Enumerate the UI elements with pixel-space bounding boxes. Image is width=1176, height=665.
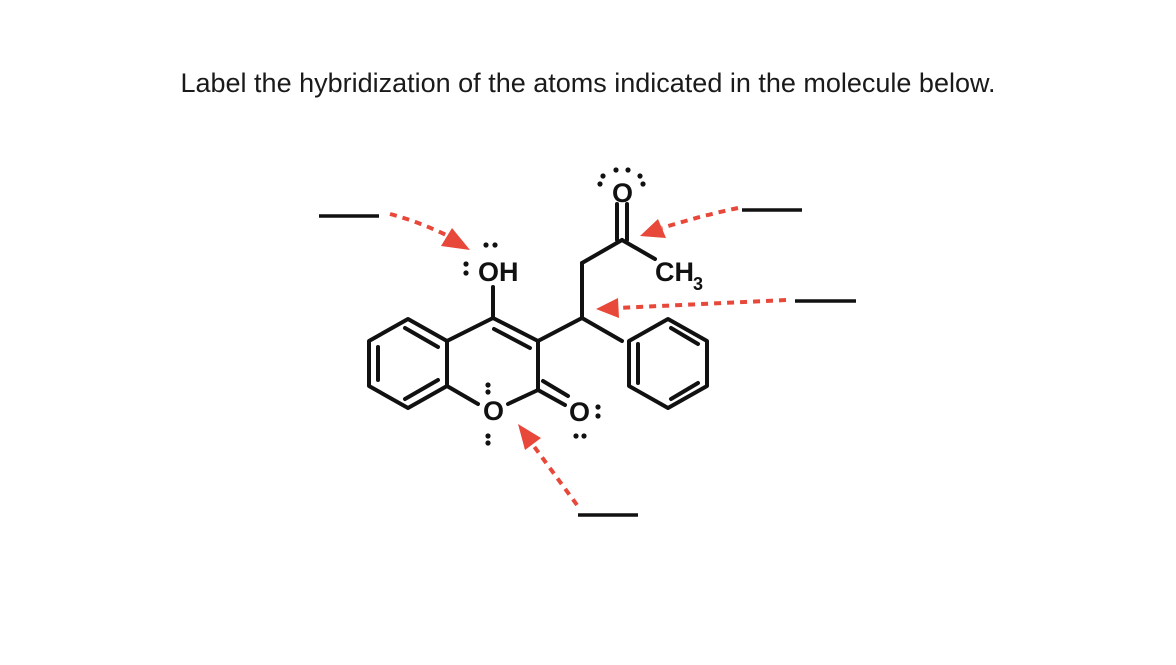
bond-ch-phenyl: [580, 316, 624, 343]
left-benzene-ring: [367, 317, 449, 410]
right-phenyl-ring: [627, 317, 709, 410]
carbonyl-oxygen-label: O: [569, 397, 590, 427]
bond-c3-ch: [536, 316, 584, 343]
ring-oxygen-lone-pairs: [485, 382, 491, 446]
bond-c4-c3-double: [492, 327, 532, 350]
arrow-to-sp3-carbon: [596, 298, 787, 318]
bond-ring-o-c8a: [445, 384, 480, 406]
carbonyl-oxygen-lone-pairs: [573, 404, 601, 439]
ring-oxygen-label: O: [483, 396, 504, 426]
arrow-to-ring-oxygen: [518, 424, 579, 507]
bond-c2-carbonyl-o-1: [536, 388, 567, 407]
left-ring-inner-bond-3: [403, 378, 440, 401]
arrow-to-ketone-carbon: [640, 206, 739, 238]
question-prompt: Label the hybridization of the atoms ind…: [180, 68, 996, 98]
methyl-subscript: 3: [693, 274, 703, 294]
ketone-oxygen-label: O: [612, 178, 633, 208]
bond-ch2-co: [580, 238, 624, 265]
bond-c2-carbonyl-o-2: [541, 379, 570, 398]
arrow-to-hydroxyl-oxygen: [389, 212, 470, 250]
hydroxyl-label: OH: [478, 257, 519, 287]
right-ring-inner-bond-2: [669, 381, 700, 401]
methyl-label: CH: [655, 257, 694, 287]
bond-c4-c3: [491, 316, 540, 343]
bond-c4a-c4: [445, 316, 495, 343]
bond-c2-ring-o: [506, 388, 540, 406]
right-ring-inner-bond-1: [669, 326, 700, 346]
hydroxyl-lone-pairs: [463, 242, 498, 276]
ketone-oxygen-lone-pairs: [597, 167, 646, 187]
bond-co-ch3: [620, 238, 657, 261]
left-ring-inner-bond-1: [403, 326, 440, 349]
